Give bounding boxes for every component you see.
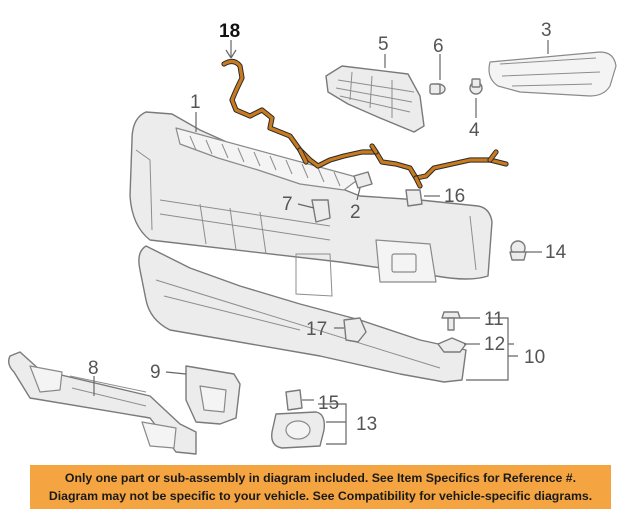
callout-6: 6 bbox=[433, 36, 444, 57]
disclaimer-banner: Only one part or sub-assembly in diagram… bbox=[30, 465, 611, 509]
part-2-tab bbox=[353, 171, 373, 189]
callout-14: 14 bbox=[545, 242, 567, 263]
part-5-bracket bbox=[325, 65, 425, 133]
callout-10: 10 bbox=[524, 347, 545, 368]
callout-1: 1 bbox=[190, 92, 201, 113]
part-14-retainer bbox=[509, 240, 527, 261]
callout-16: 16 bbox=[444, 186, 465, 207]
part-4-bolt bbox=[469, 78, 483, 95]
part-16-connector bbox=[405, 189, 423, 207]
callout-8: 8 bbox=[88, 358, 99, 379]
callout-11: 11 bbox=[484, 309, 504, 330]
callout-18: 18 bbox=[219, 21, 240, 42]
part-11-screw bbox=[441, 311, 461, 331]
part-12-clip bbox=[437, 337, 467, 353]
part-9-bezel bbox=[185, 365, 241, 425]
disclaimer-line-1: Only one part or sub-assembly in diagram… bbox=[64, 471, 577, 485]
part-8-insert bbox=[7, 351, 197, 455]
callout-4: 4 bbox=[469, 120, 480, 141]
callout-7: 7 bbox=[282, 194, 293, 215]
part-1-bumper bbox=[129, 111, 493, 297]
part-6-nut bbox=[429, 83, 446, 95]
callout-5: 5 bbox=[378, 34, 389, 55]
callout-2: 2 bbox=[350, 202, 361, 223]
callout-9: 9 bbox=[150, 362, 161, 383]
disclaimer-line-2: Diagram may not be specific to your vehi… bbox=[48, 489, 593, 503]
part-10-valance bbox=[138, 245, 467, 383]
part-13-trim bbox=[271, 411, 326, 449]
part-7-bracket bbox=[311, 199, 331, 223]
part-17-sensor bbox=[343, 317, 367, 343]
leader-lines bbox=[93, 40, 549, 445]
callout-17: 17 bbox=[306, 319, 327, 340]
callout-12: 12 bbox=[484, 334, 505, 355]
part-18-harness bbox=[221, 58, 509, 189]
callout-3: 3 bbox=[541, 20, 552, 41]
part-3-bracket bbox=[488, 51, 617, 97]
bumper-exploded-diagram: 18 1 2 3 4 5 6 7 8 9 10 11 12 13 14 15 1… bbox=[7, 20, 617, 455]
callout-13: 13 bbox=[356, 414, 377, 435]
part-15-bracket bbox=[285, 389, 303, 411]
callout-15: 15 bbox=[318, 393, 339, 414]
